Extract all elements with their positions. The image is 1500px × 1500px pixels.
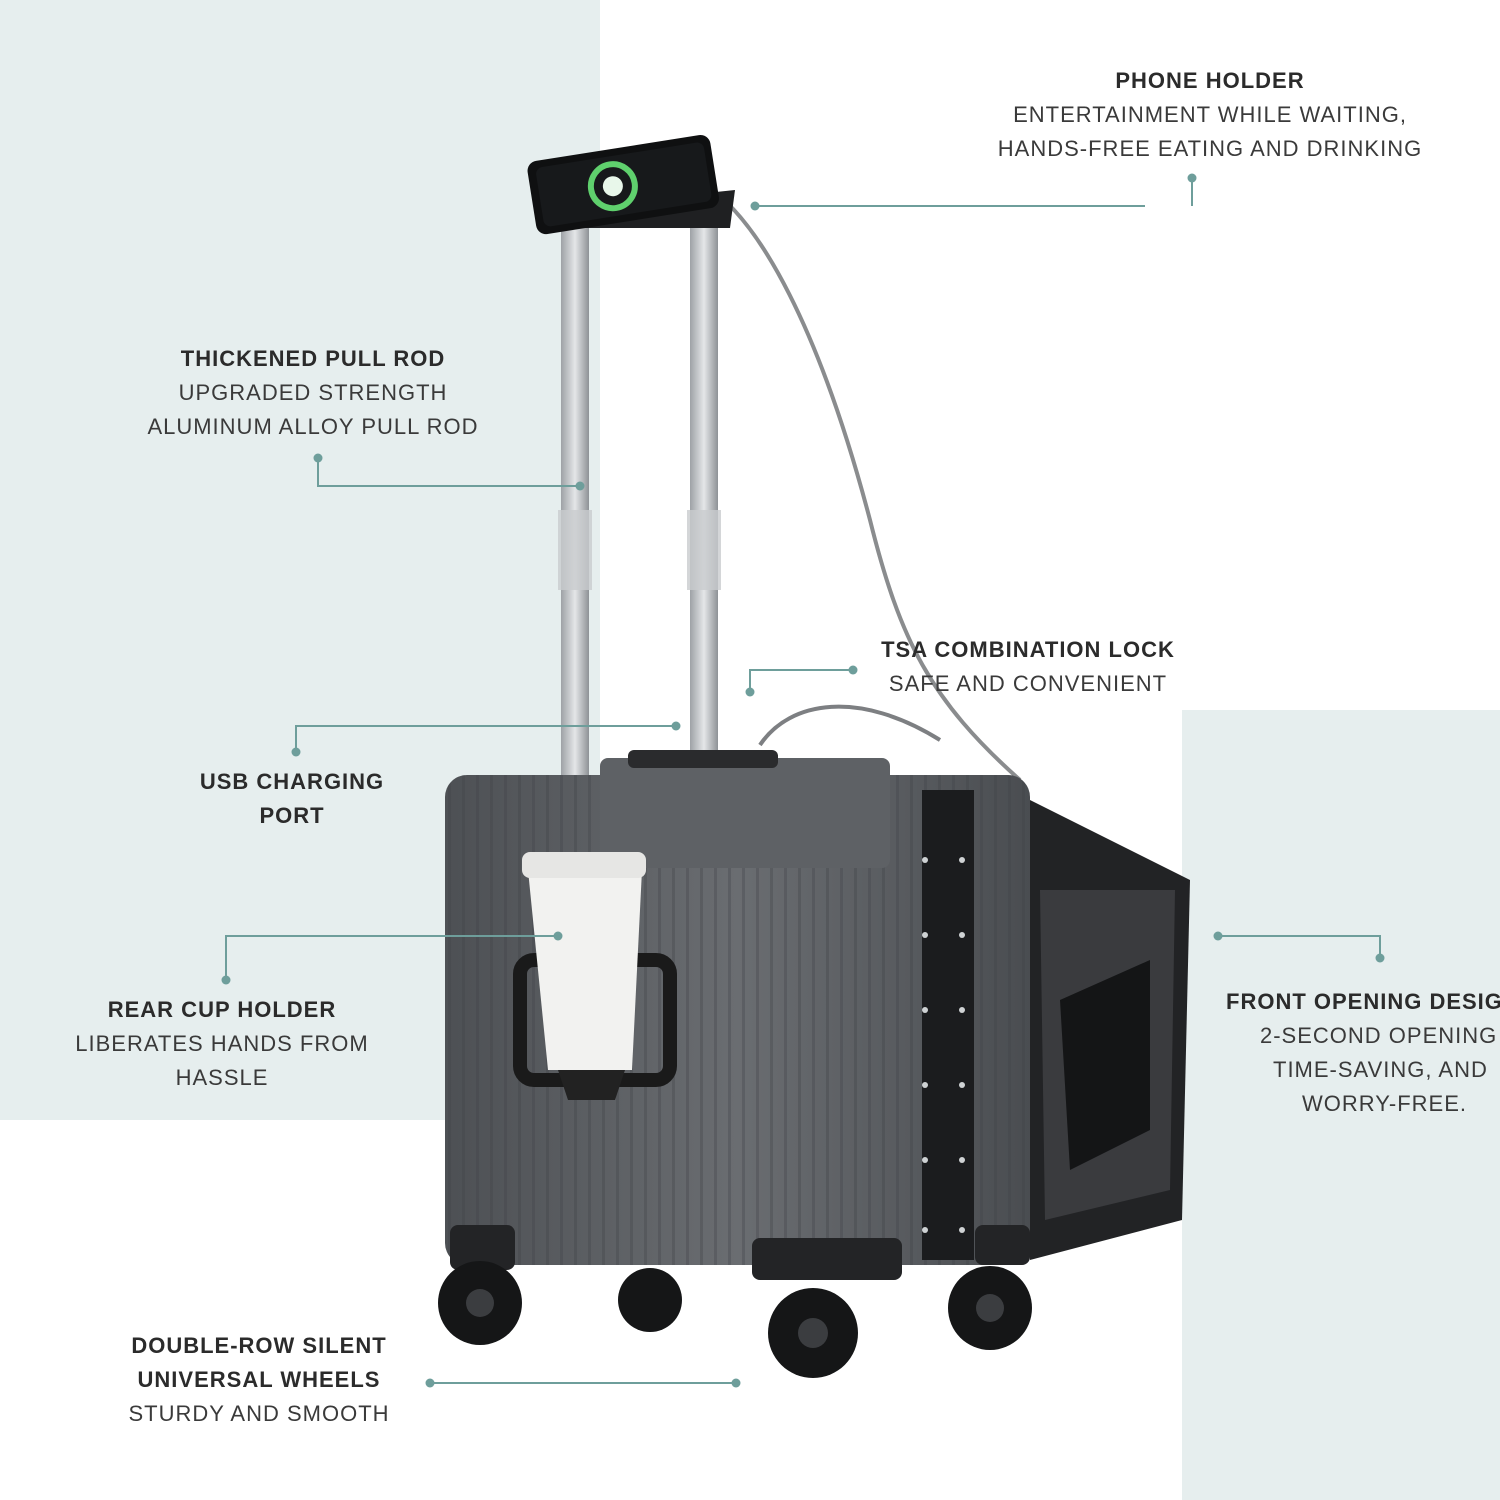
- top-handle: [628, 750, 778, 768]
- callout-usb-port: USB CHARGING PORT: [176, 765, 408, 833]
- cup: [528, 870, 642, 1070]
- callout-desc-line: ENTERTAINMENT WHILE WAITING,: [1013, 102, 1407, 127]
- callout-desc-line: HANDS-FREE EATING AND DRINKING: [997, 136, 1423, 161]
- callout-title: UNIVERSAL WHEELS: [137, 1367, 381, 1392]
- callout-title: REAR CUP HOLDER: [107, 997, 337, 1022]
- callout-desc-line: SAFE AND CONVENIENT: [888, 671, 1168, 696]
- usb-cable: [703, 183, 1022, 782]
- callout-title: PHONE HOLDER: [1115, 68, 1305, 93]
- callout-tsa-lock: TSA COMBINATION LOCK SAFE AND CONVENIENT: [858, 633, 1198, 701]
- callout-title: THICKENED PULL ROD: [180, 346, 446, 371]
- callout-title: TSA COMBINATION LOCK: [881, 637, 1175, 662]
- callout-desc-line: UPGRADED STRENGTH: [178, 380, 448, 405]
- callout-desc-line: HASSLE: [175, 1065, 269, 1090]
- callout-title: USB CHARGING: [199, 769, 385, 794]
- callout-wheels: DOUBLE-ROW SILENT UNIVERSAL WHEELS STURD…: [104, 1329, 414, 1431]
- leader-lines: [225, 178, 1381, 1384]
- callout-cup-holder: REAR CUP HOLDER LIBERATES HANDS FROM HAS…: [52, 993, 392, 1095]
- callout-phone-holder: PHONE HOLDER ENTERTAINMENT WHILE WAITING…: [960, 64, 1460, 166]
- callout-desc-line: STURDY AND SMOOTH: [128, 1401, 390, 1426]
- callout-desc-line: LIBERATES HANDS FROM: [75, 1031, 369, 1056]
- callout-desc-line: ALUMINUM ALLOY PULL ROD: [147, 414, 479, 439]
- callout-title: PORT: [259, 803, 325, 828]
- wheels: [438, 1261, 1032, 1378]
- callout-title: FRONT OPENING DESIG: [1226, 989, 1500, 1014]
- callout-pull-rod: THICKENED PULL ROD UPGRADED STRENGTH ALU…: [113, 342, 513, 444]
- callout-desc-line: WORRY-FREE.: [1302, 1091, 1468, 1116]
- callout-title: DOUBLE-ROW SILENT: [131, 1333, 387, 1358]
- phone: [527, 134, 719, 235]
- callout-desc-line: 2-SECOND OPENING: [1260, 1023, 1498, 1048]
- callout-desc-line: TIME-SAVING, AND: [1273, 1057, 1488, 1082]
- callout-front-opening: FRONT OPENING DESIG 2-SECOND OPENING TIM…: [1226, 985, 1500, 1121]
- background-panel-right: [1182, 710, 1500, 1500]
